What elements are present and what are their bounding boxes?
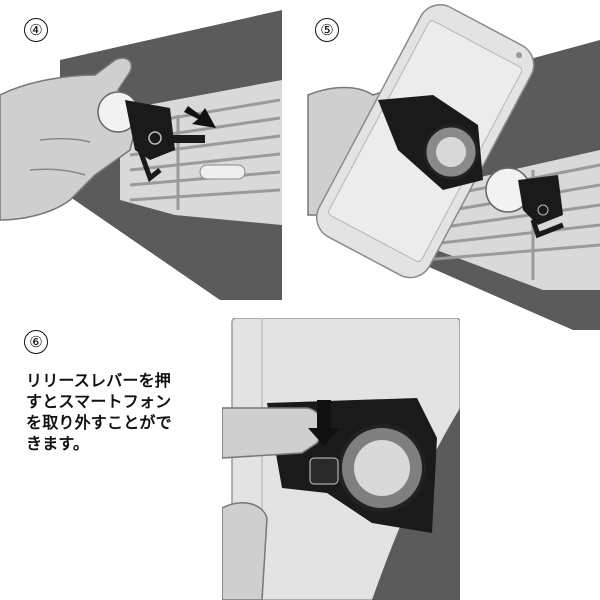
- press-arrow: [308, 400, 340, 446]
- step-6-instruction: リリースレバーを押 すとスマートフォン を取り外すことがで きます。: [26, 370, 216, 454]
- instruction-line: きます。: [26, 434, 90, 453]
- instruction-line: リリースレバーを押: [26, 371, 172, 390]
- step-number-6: ⑥: [24, 330, 48, 354]
- instruction-line: すとスマートフォン: [26, 392, 172, 411]
- step-4-illustration: [0, 10, 282, 300]
- hand: [222, 502, 268, 600]
- step-5-panel: ⑤: [303, 0, 600, 330]
- release-lever: [309, 457, 339, 485]
- vent-clip: [518, 175, 563, 225]
- vent-clip: [125, 100, 175, 160]
- step-number-5: ⑤: [315, 18, 339, 42]
- step-6-panel: [222, 318, 460, 600]
- step-5-illustration: [307, 4, 600, 330]
- push-arrow: [184, 106, 216, 128]
- step-number-4: ④: [24, 18, 48, 42]
- instruction-line: を取り外すことがで: [26, 413, 172, 432]
- step-4-panel: ④: [0, 0, 282, 300]
- step-6-illustration: [222, 318, 460, 600]
